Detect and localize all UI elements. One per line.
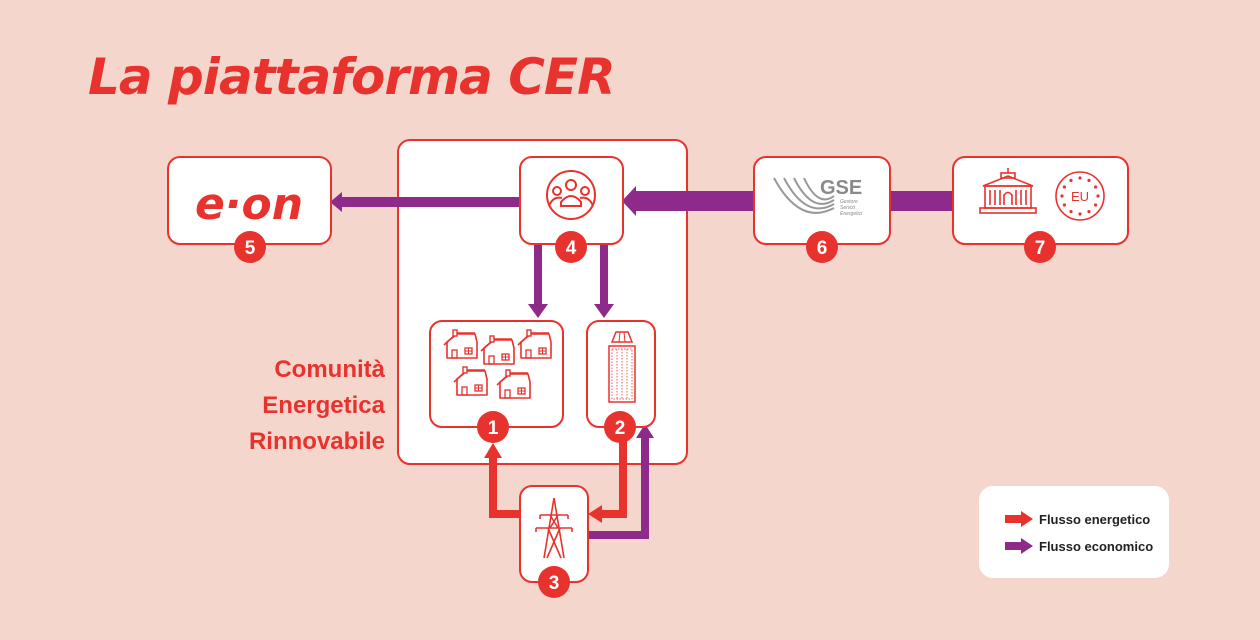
badge-1 (477, 411, 509, 443)
badge-5-number: 5 (245, 238, 256, 259)
badge-7 (1024, 231, 1056, 263)
arrow-up-to-solar (636, 424, 654, 438)
arrow-up-to-homes (484, 443, 502, 458)
badge-1-number: 1 (488, 418, 499, 439)
flow-6-to-4 (636, 191, 754, 211)
solar-panel-icon (608, 331, 636, 403)
arrow-to-solar (594, 304, 614, 318)
eu-text: EU (1071, 189, 1089, 204)
gse-logo: GSE Gestore Servizi Energetici (773, 177, 863, 217)
gse-sub-2: Servizi (840, 205, 856, 211)
flow-4-to-2 (600, 244, 608, 304)
badge-7-number: 7 (1035, 238, 1046, 259)
energy-flows (484, 440, 627, 523)
legend-economic-label: Flusso economico (1039, 538, 1154, 554)
flow-3-to-2 (588, 436, 649, 539)
cer-label-line-2: Energetica (262, 392, 385, 419)
node-platform: 4 (519, 156, 624, 263)
cer-label-line-3: Rinnovabile (248, 428, 385, 455)
legend-energy: Flusso energetico (1005, 509, 1150, 529)
node-solar: 2 (586, 320, 656, 443)
flow-4-to-5 (342, 197, 520, 207)
arrow-to-homes (528, 304, 548, 318)
legend: Flusso energetico Flusso economico (979, 486, 1169, 578)
power-pylon-icon (535, 497, 573, 559)
badge-3-number: 3 (549, 573, 560, 594)
node-institutions: EU 7 (952, 156, 1129, 263)
node-gse: GSE Gestore Servizi Energetici 6 (753, 156, 891, 263)
badge-2 (604, 411, 636, 443)
community-users-icon (546, 170, 596, 220)
badge-4-number: 4 (566, 238, 577, 259)
gse-logo-text: GSE (820, 177, 862, 199)
cer-label: Comunità Energetica Rinnovabile (210, 352, 385, 460)
cer-label-line-1: Comunità (274, 356, 385, 383)
legend-economic: Flusso economico (1005, 536, 1153, 556)
arrow-to-grid (588, 505, 602, 523)
badge-6-number: 6 (817, 238, 828, 259)
badge-4 (555, 231, 587, 263)
badge-6 (806, 231, 838, 263)
gse-sub-3: Energetici (840, 211, 863, 217)
economic-flows (330, 186, 953, 539)
flow-3-to-1 (489, 456, 524, 518)
node-homes: 1 (429, 320, 564, 443)
purple-arrow-icon (1005, 538, 1033, 554)
page-title: La piattaforma CER (88, 48, 616, 106)
arrow-to-platform (622, 186, 636, 216)
eon-logo: e·on (195, 179, 303, 230)
red-arrow-icon (1005, 511, 1033, 527)
flow-2-to-3 (600, 440, 627, 518)
eu-flag-icon: EU (1055, 171, 1105, 221)
arrow-to-eon (330, 192, 342, 212)
node-eon: e·on 5 (167, 156, 332, 263)
node-grid: 3 (519, 485, 589, 598)
flow-4-to-1 (534, 244, 542, 304)
badge-5 (234, 231, 266, 263)
government-building-icon (979, 168, 1037, 214)
badge-3 (538, 566, 570, 598)
badge-2-number: 2 (615, 418, 626, 439)
flow-7-to-6 (890, 191, 953, 211)
gse-sub-1: Gestore (840, 199, 858, 205)
legend-energy-label: Flusso energetico (1039, 511, 1151, 527)
